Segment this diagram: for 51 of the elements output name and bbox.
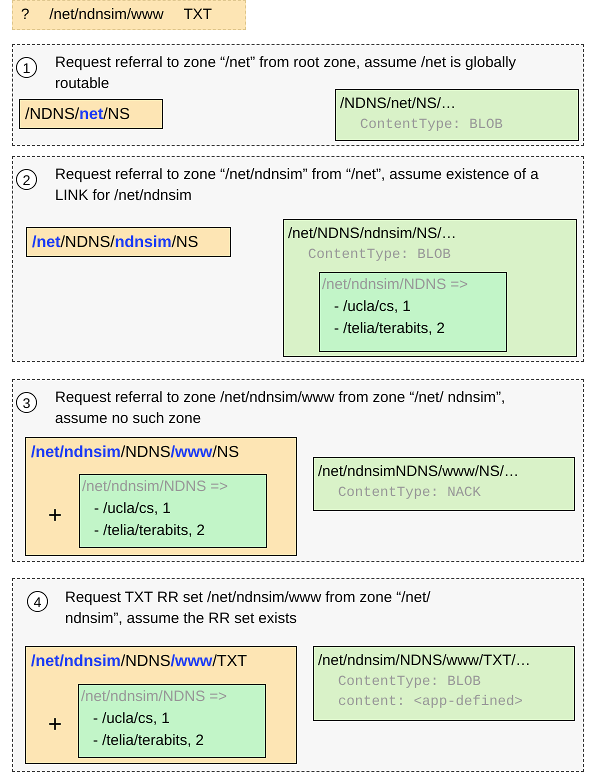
- step-number: 3: [22, 396, 30, 410]
- field-text: ContentType: NACK: [337, 484, 482, 503]
- delegation-box: [78, 684, 266, 758]
- field-text: ContentType: BLOB: [359, 116, 504, 135]
- step-description: Request referral to zone “/net/ndnsim” from “/net”, assume existence of a LINK for /net/ndnsim: [55, 165, 540, 206]
- step-description: Request TXT RR set /net/ndnsim/www from zone “/net/ ndnsim”, assume the RR set exists: [65, 588, 432, 629]
- step-number: 4: [34, 594, 42, 608]
- data-name-text: /net/NDNS/ndnsim/NS/…: [288, 224, 458, 244]
- name-box: [26, 227, 231, 257]
- delegation-entry: - /ucla/cs, 1: [92, 709, 171, 729]
- name-box: [25, 646, 297, 764]
- name-box: [25, 437, 297, 556]
- step-description: Request referral to zone “/net” from root zone, assume /net is globally routable: [55, 53, 518, 94]
- query-text: TXT: [184, 4, 212, 25]
- step-panel: [12, 578, 584, 772]
- data-name-text: /net/ndnsim/NDNS/www/TXT/…: [318, 651, 532, 671]
- step-description: Request referral to zone /net/ndnsim/www from zone “/net/ ndnsim”, assume no such zone: [55, 388, 506, 429]
- field-text: ContentType: BLOB: [307, 246, 452, 265]
- plus-sign: +: [48, 504, 62, 528]
- name-text: /NDNS/net/NS: [25, 105, 130, 125]
- query-text: ?: [21, 4, 30, 25]
- step-panel: [12, 156, 584, 362]
- delegation-header: /net/ndnsim/NDNS =>: [322, 275, 469, 295]
- name-text: /net/ndnsim/NDNS/www/TXT: [31, 652, 248, 672]
- data-packet-box: [313, 457, 575, 511]
- step-number: 2: [22, 172, 30, 186]
- delegation-box: [79, 474, 267, 548]
- delegation-entry: - /telia/terabits, 2: [93, 521, 206, 541]
- name-text: /net/ndnsim/NDNS/www/NS: [31, 443, 240, 463]
- name-text: /net/NDNS/ndnsim/NS: [32, 233, 198, 253]
- data-name-text: /net/ndnsimNDNS/www/NS/…: [318, 462, 520, 482]
- data-packet-box: [335, 89, 579, 141]
- step-number: 1: [22, 60, 30, 74]
- step-panel: [12, 44, 584, 146]
- delegation-header: /net/ndnsim/NDNS =>: [82, 477, 229, 497]
- data-name-text: /NDNS/net/NS/…: [340, 94, 457, 114]
- field-text: ContentType: BLOB: [337, 673, 482, 692]
- query-box: [12, 0, 246, 30]
- delegation-entry: - /telia/terabits, 2: [92, 731, 205, 751]
- query-text: /net/ndnsim/www: [49, 4, 164, 25]
- plus-sign: +: [48, 713, 62, 737]
- delegation-box: [319, 272, 507, 352]
- name-box: [19, 99, 163, 129]
- delegation-entry: - /ucla/cs, 1: [93, 499, 172, 519]
- data-packet-box: [313, 646, 575, 721]
- delegation-entry: - /telia/terabits, 2: [333, 319, 446, 339]
- data-packet-box: [283, 219, 577, 357]
- field-text: content: <app-defined>: [337, 693, 524, 712]
- delegation-entry: - /ucla/cs, 1: [333, 297, 412, 317]
- step-panel: [12, 379, 584, 562]
- delegation-header: /net/ndnsim/NDNS =>: [81, 687, 228, 707]
